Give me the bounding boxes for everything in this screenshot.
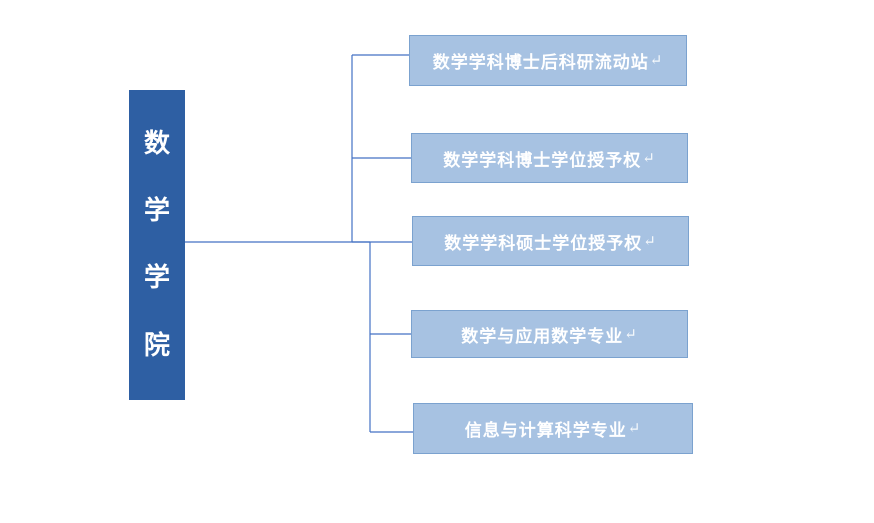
root-char-4: 院: [143, 330, 170, 360]
root-char-1: 数: [143, 128, 170, 158]
node-postdoc-station[interactable]: 数学学科博士后科研流动站↵: [409, 35, 687, 86]
root-node-math-school[interactable]: 数 学 学 院: [129, 90, 185, 400]
pilcrow-icon: ↵: [624, 326, 638, 343]
node-master-degree-label: 数学学科硕士学位授予权: [444, 233, 643, 253]
pilcrow-icon: ↵: [643, 233, 657, 250]
root-char-3: 学: [143, 263, 170, 293]
node-doctoral-degree-label: 数学学科博士学位授予权: [443, 150, 642, 170]
root-char-2: 学: [143, 196, 170, 226]
node-info-computing-science-major[interactable]: 信息与计算科学专业↵: [413, 403, 693, 454]
node-math-applied-math-major-label: 数学与应用数学专业: [461, 326, 624, 346]
pilcrow-icon: ↵: [649, 53, 664, 69]
node-master-degree[interactable]: 数学学科硕士学位授予权↵: [412, 216, 689, 266]
pilcrow-icon: ↵: [627, 421, 642, 437]
pilcrow-icon: ↵: [642, 150, 656, 167]
node-postdoc-station-label: 数学学科博士后科研流动站: [432, 53, 649, 72]
node-math-applied-math-major[interactable]: 数学与应用数学专业↵: [411, 310, 688, 358]
node-doctoral-degree[interactable]: 数学学科博士学位授予权↵: [411, 133, 688, 183]
node-info-computing-science-major-label: 信息与计算科学专业: [464, 421, 627, 440]
